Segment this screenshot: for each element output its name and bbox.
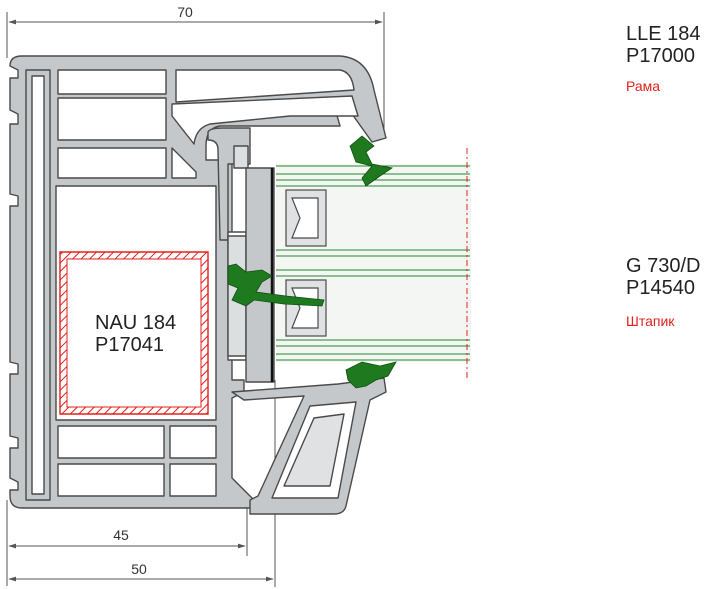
frame-article: P17000 (626, 45, 695, 67)
dimension-middle-value: 45 (113, 527, 129, 543)
steel-reinforcement (59, 251, 209, 415)
bead-caption: Штапик (626, 313, 675, 329)
dimension-middle (6, 500, 248, 586)
dimension-top (6, 12, 385, 132)
glass-unit (276, 148, 471, 378)
glass-spacer-lower (285, 279, 327, 337)
glass-spacer-upper (285, 189, 327, 247)
dimension-top-value: 70 (177, 4, 193, 20)
bead-code: G 730/D (626, 255, 700, 277)
dimension-bottom-value: 50 (131, 561, 147, 577)
reinforcement-code: NAU 184 (95, 312, 176, 334)
bead-article: P14540 (626, 277, 695, 299)
frame-code: LLE 184 (626, 23, 701, 45)
gasket-top (349, 135, 394, 187)
glazing-bead (231, 377, 387, 515)
gasket-middle (227, 263, 325, 307)
reinforcement-article: P17041 (95, 334, 164, 356)
frame-caption: Рама (626, 78, 660, 94)
gasket-bottom (345, 361, 397, 389)
